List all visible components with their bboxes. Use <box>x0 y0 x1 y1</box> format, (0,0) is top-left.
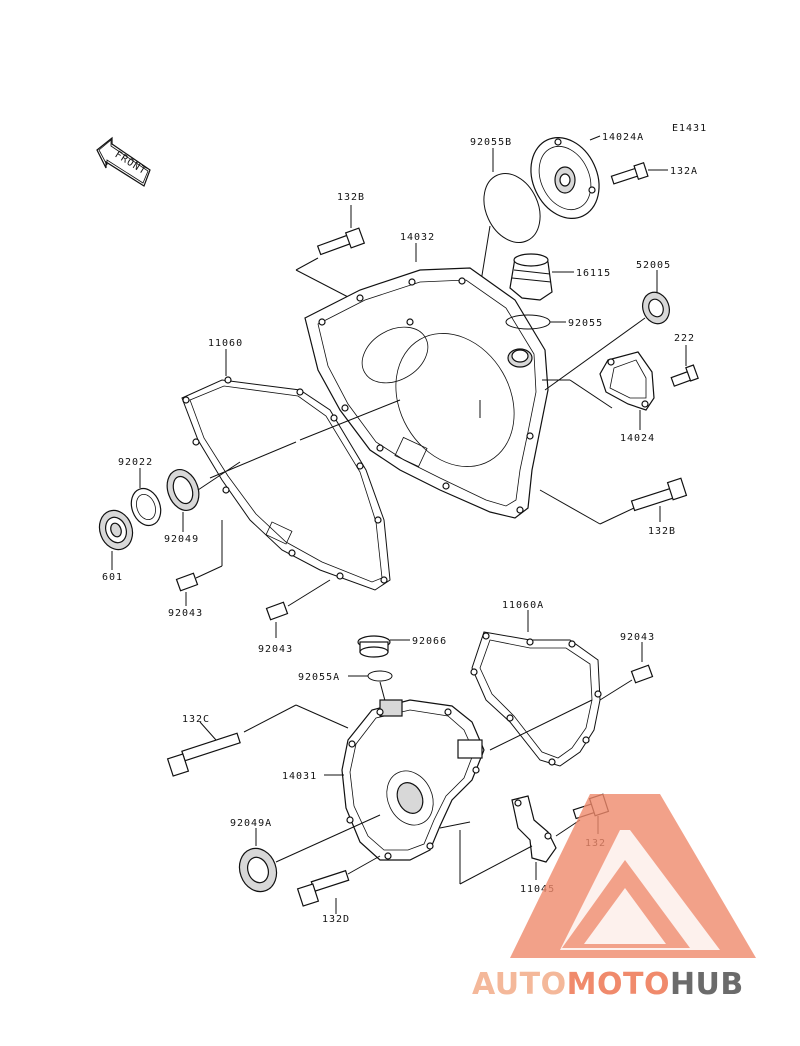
label-14024: 14024 <box>620 433 655 444</box>
label-132c: 132C <box>182 714 210 725</box>
label-601: 601 <box>102 572 123 583</box>
label-132b-top: 132B <box>337 192 365 203</box>
part-92043-dowel-c <box>630 664 654 684</box>
label-92066: 92066 <box>412 636 447 647</box>
label-92055a: 92055A <box>298 672 340 683</box>
part-92043-dowel-b <box>265 601 289 621</box>
label-14024a: 14024A <box>602 132 644 143</box>
part-11045-bracket <box>511 795 557 863</box>
front-arrow-icon: FRONT <box>96 136 151 187</box>
automotohub-watermark-logo: AUTOMOTOHUB <box>472 794 756 1002</box>
watermark-moto: MOTO <box>567 967 670 1002</box>
part-14031-cover <box>341 699 485 861</box>
label-52005: 52005 <box>636 260 671 271</box>
watermark-auto: AUTO <box>472 967 567 1002</box>
part-92055b-oring <box>483 173 541 243</box>
part-11060-gasket <box>181 376 391 591</box>
part-222-screw <box>670 364 699 387</box>
part-14032-clutch-cover <box>304 267 549 519</box>
watermark-hub: HUB <box>670 967 744 1002</box>
part-92066-plug <box>357 635 391 658</box>
label-132a: 132A <box>670 166 698 177</box>
label-11045: 11045 <box>520 884 555 895</box>
part-14024a-cap <box>530 137 600 219</box>
part-16115-plug <box>509 253 553 301</box>
part-92049-seal <box>166 469 200 511</box>
part-14024-cover <box>599 351 655 411</box>
part-92055a-oring <box>367 670 393 682</box>
watermark-text: AUTOMOTOHUB <box>472 967 744 1002</box>
label-14032: 14032 <box>400 232 435 243</box>
label-92049a: 92049A <box>230 818 272 829</box>
part-92022-washer <box>130 487 162 527</box>
label-92043-b: 92043 <box>258 644 293 655</box>
part-132a-bolt <box>610 162 649 185</box>
label-14031: 14031 <box>282 771 317 782</box>
diagram-code: E1431 <box>672 123 707 134</box>
part-132d-bolt <box>296 869 350 907</box>
label-132b-right: 132B <box>648 526 676 537</box>
part-11060a-gasket <box>470 631 602 767</box>
label-92043-c: 92043 <box>620 632 655 643</box>
label-92055b: 92055B <box>470 137 512 148</box>
part-92049a-seal <box>238 847 278 893</box>
part-601-bearing <box>98 509 134 551</box>
label-11060a: 11060A <box>502 600 544 611</box>
part-92043-dowel-a <box>175 572 199 592</box>
part-132b-bolt-right <box>630 477 688 512</box>
label-92055: 92055 <box>568 318 603 329</box>
label-132d: 132D <box>322 914 350 925</box>
label-16115: 16115 <box>576 268 611 279</box>
label-92049: 92049 <box>164 534 199 545</box>
part-132b-bolt-top <box>316 227 366 256</box>
label-11060: 11060 <box>208 338 243 349</box>
part-52005-seal <box>642 291 670 325</box>
label-92043-a: 92043 <box>168 608 203 619</box>
label-92022: 92022 <box>118 457 153 468</box>
label-222: 222 <box>674 333 695 344</box>
watermark-triangle-icon <box>510 794 756 958</box>
part-132c-bolt <box>166 732 241 777</box>
